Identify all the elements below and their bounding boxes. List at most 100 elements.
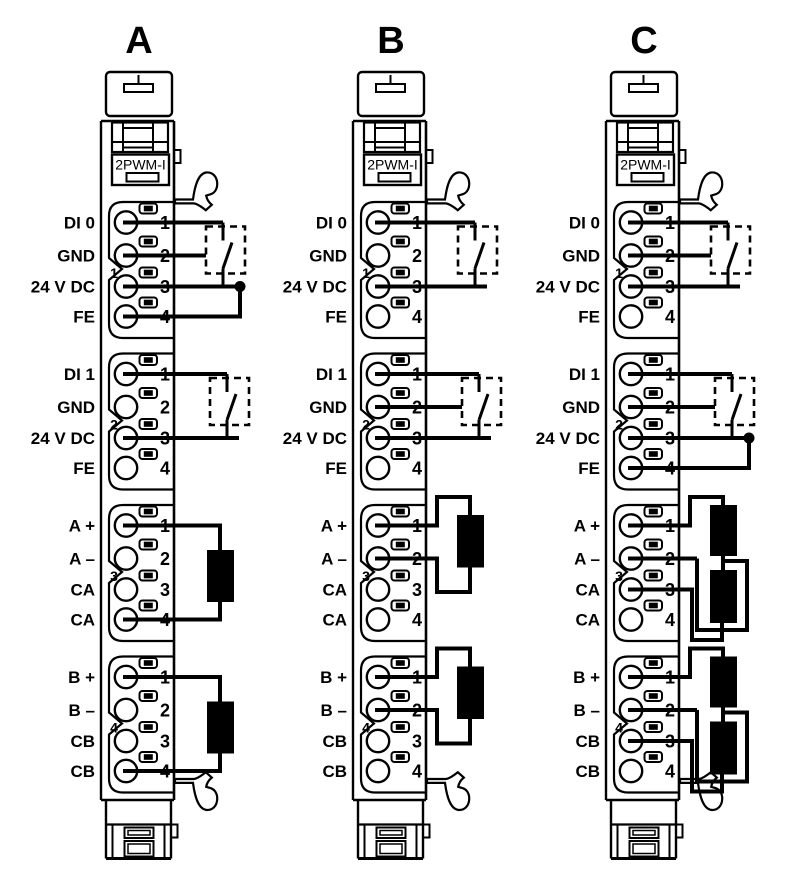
- terminal-circle: [618, 758, 644, 784]
- wire-fe: [628, 438, 751, 470]
- terminal-label: A +: [321, 517, 347, 536]
- wire-mid-loop: [695, 558, 749, 632]
- switch-blade: [473, 242, 486, 269]
- terminal-label: GND: [562, 247, 600, 266]
- terminal-label: 24 V DC: [536, 429, 600, 448]
- contact-slot-inner: [143, 357, 153, 363]
- terminal-row: 2 GND: [309, 235, 422, 268]
- top-hook: [173, 171, 219, 212]
- terminal-row: 4FE: [325, 448, 422, 481]
- terminal-number: 4: [412, 762, 422, 782]
- terminal-label: 24 V DC: [283, 278, 347, 297]
- load-resistor: [710, 721, 737, 775]
- terminal-label: FE: [325, 308, 347, 327]
- terminal-number: 2: [412, 246, 422, 266]
- module-type-label: 2PWM-I: [367, 157, 418, 173]
- terminal-row: 4CB: [322, 751, 422, 784]
- contact-slot-inner: [143, 572, 153, 579]
- contact-slot-inner: [143, 693, 153, 699]
- terminal-number: 4: [665, 307, 675, 327]
- contact-slot-inner: [143, 421, 153, 427]
- contact-slot-inner: [395, 238, 405, 245]
- terminal-label: GND: [562, 398, 600, 417]
- dashed-sensor-box: [456, 225, 499, 275]
- wire-fe: [123, 286, 242, 319]
- contact-slot-inner: [648, 205, 658, 212]
- wire-plus: [628, 646, 725, 679]
- terminal-label: B –: [574, 701, 600, 720]
- group-frame: [359, 655, 426, 794]
- contact-slot-inner: [143, 602, 153, 609]
- terminal-number: 3: [160, 732, 170, 752]
- terminal-label: FE: [73, 459, 95, 478]
- terminal-row: 4FE: [578, 296, 675, 329]
- terminal-circle: [618, 304, 644, 329]
- terminal-circle: [365, 455, 391, 481]
- bottom-hook: [173, 770, 219, 812]
- load-resistor: [457, 515, 484, 568]
- wire-plus: [628, 495, 725, 528]
- contact-slot-inner: [648, 724, 658, 730]
- group-frame: [359, 503, 426, 643]
- terminal-label: DI 1: [316, 365, 347, 384]
- group-frame: [107, 200, 174, 340]
- contact-slot-inner: [143, 508, 153, 515]
- bottom-hook: [425, 770, 471, 812]
- base-slot-inner: [379, 829, 403, 836]
- module-type-label: 2PWM-I: [620, 157, 671, 173]
- contact-slot-inner: [143, 299, 153, 306]
- terminal-label: DI 0: [316, 214, 347, 233]
- terminal-circle: [113, 728, 139, 754]
- contact-slot-inner: [395, 693, 405, 699]
- group-frame: [359, 352, 426, 491]
- base-slot: [123, 826, 155, 839]
- label-box-slot: [630, 172, 665, 183]
- terminal-label: 24 V DC: [31, 429, 95, 448]
- group-number: 3: [615, 568, 623, 584]
- terminal-label: CA: [322, 611, 347, 630]
- contact-slot-inner: [648, 357, 658, 363]
- terminal-circle: [365, 758, 391, 784]
- terminal-label: CB: [575, 732, 600, 751]
- terminal-circle: [113, 455, 139, 481]
- contact-slot-inner: [648, 541, 658, 548]
- terminal-number: 2: [160, 549, 170, 569]
- terminal-label: DI 0: [64, 214, 95, 233]
- terminal-label: GND: [309, 247, 347, 266]
- terminal-circle: [113, 697, 139, 723]
- terminal-label: FE: [325, 459, 347, 478]
- terminal-label: CA: [70, 581, 95, 600]
- group-number: 1: [615, 265, 623, 281]
- wire-plus: [123, 675, 222, 702]
- switch-blade: [730, 393, 743, 421]
- contact-slot-inner: [395, 421, 405, 427]
- contact-slot-inner: [648, 390, 658, 396]
- terminal-label: DI 1: [64, 365, 95, 384]
- contact-slot-inner: [648, 269, 658, 276]
- contact-slot-inner: [395, 754, 405, 760]
- terminal-label: GND: [57, 398, 95, 417]
- terminal-row: 4CA: [575, 599, 675, 632]
- group-number: 1: [362, 265, 370, 281]
- contact-slot-inner: [143, 205, 153, 212]
- terminal-row: 3 CB: [70, 721, 170, 754]
- terminal-label: CB: [70, 732, 95, 751]
- base-slot-inner: [632, 829, 656, 836]
- base-slot-inner: [379, 843, 403, 855]
- wire-common-loop: [628, 587, 724, 642]
- contact-slot-inner: [648, 451, 658, 457]
- group-frame: [612, 503, 679, 643]
- contact-slot-inner: [395, 508, 405, 515]
- terminal-label: A –: [69, 550, 95, 569]
- terminal-label: CB: [575, 762, 600, 781]
- base-slot: [628, 840, 660, 858]
- top-clip: [356, 70, 426, 118]
- contact-slot-inner: [395, 390, 405, 396]
- terminal-row: 4FE: [325, 296, 422, 329]
- wire-plus: [375, 646, 472, 679]
